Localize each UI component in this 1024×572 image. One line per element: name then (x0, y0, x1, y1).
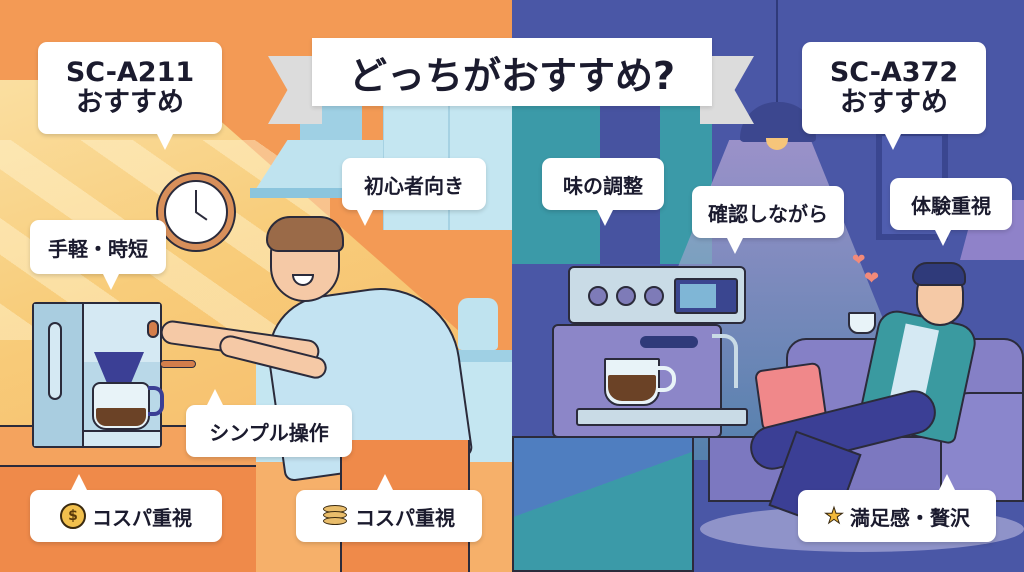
water-gauge (48, 322, 62, 400)
bubble-tail (356, 208, 374, 226)
feature-bubble-quick: 手軽・時短 (30, 220, 166, 290)
bubble-tail (102, 272, 120, 290)
feature-text: 味の調整 (563, 173, 643, 198)
bubble-tail (884, 132, 902, 150)
bubble-tail (596, 208, 614, 226)
bubble-tail (206, 389, 224, 407)
coin-stack-icon (323, 503, 349, 529)
model-name: SC-A211 (65, 57, 195, 88)
feature-bubble-taste-adjustment: 味の調整 (542, 158, 664, 226)
lamp-bulb (766, 138, 788, 150)
pendant-lamp-cord (776, 0, 778, 104)
espresso-knob-1 (588, 286, 608, 306)
bubble-tail (156, 132, 174, 150)
carafe-handle (148, 386, 164, 416)
feature-bubble-while-checking: 確認しながら (692, 186, 844, 254)
star-icon: ★ (824, 503, 845, 529)
feature-bubble-cost-performance-2: コスパ重視 (296, 474, 482, 542)
teal-cabinet (512, 436, 694, 572)
feature-bubble-cost-performance-1: $ コスパ重視 (30, 474, 222, 542)
espresso-cup-handle (656, 366, 676, 392)
bubble-tail (938, 474, 956, 492)
model-recommend-label: おすすめ (76, 87, 184, 118)
heart-icon-2: ❤ (864, 268, 880, 289)
bubble-tail (934, 228, 952, 246)
clock-hour-hand (195, 190, 197, 212)
man-left-hair (266, 216, 344, 252)
coin-icon: $ (60, 503, 86, 529)
brew-lever (160, 360, 196, 368)
man-right-coffee-cup (848, 312, 876, 334)
bubble-tail (70, 474, 88, 492)
carafe-coffee (96, 408, 146, 426)
espresso-screen (680, 284, 716, 308)
heart-icon-1: ❤ (852, 250, 866, 269)
espresso-drip-tray (576, 408, 748, 426)
coffee-maker-base (84, 430, 160, 446)
kettle (458, 298, 498, 350)
feature-text: コスパ重視 (355, 505, 455, 530)
feature-text: 満足感・贅沢 (849, 505, 970, 530)
feature-bubble-experience: 体験重視 (890, 178, 1012, 246)
feature-bubble-beginner: 初心者向き (342, 158, 486, 226)
feature-bubble-simple-operation: シンプル操作 (186, 389, 352, 457)
feature-text: コスパ重視 (92, 505, 192, 530)
feature-text: 体験重視 (911, 193, 991, 218)
feature-text: 確認しながら (708, 201, 828, 226)
espresso-knob-2 (616, 286, 636, 306)
man-right-hair (912, 262, 966, 286)
bubble-tail (376, 474, 394, 492)
feature-text: 手軽・時短 (48, 236, 148, 261)
feature-text: シンプル操作 (209, 420, 329, 445)
page-title: どっちがおすすめ? (312, 38, 712, 106)
model-bubble-sc-a211: SC-A211 おすすめ (38, 42, 222, 150)
portafilter-handle (640, 336, 698, 348)
model-recommend-label: おすすめ (840, 87, 948, 118)
power-button (147, 320, 159, 338)
feature-bubble-satisfaction-luxury: ★ 満足感・贅沢 (798, 474, 996, 542)
espresso-knob-3 (644, 286, 664, 306)
feature-text: 初心者向き (364, 173, 464, 198)
model-name: SC-A372 (829, 57, 959, 88)
steam-wand (712, 334, 738, 388)
range-hood-edge (250, 188, 400, 198)
espresso-cup-coffee (608, 375, 656, 401)
bubble-tail (726, 236, 744, 254)
model-bubble-sc-a372: SC-A372 おすすめ (802, 42, 986, 150)
